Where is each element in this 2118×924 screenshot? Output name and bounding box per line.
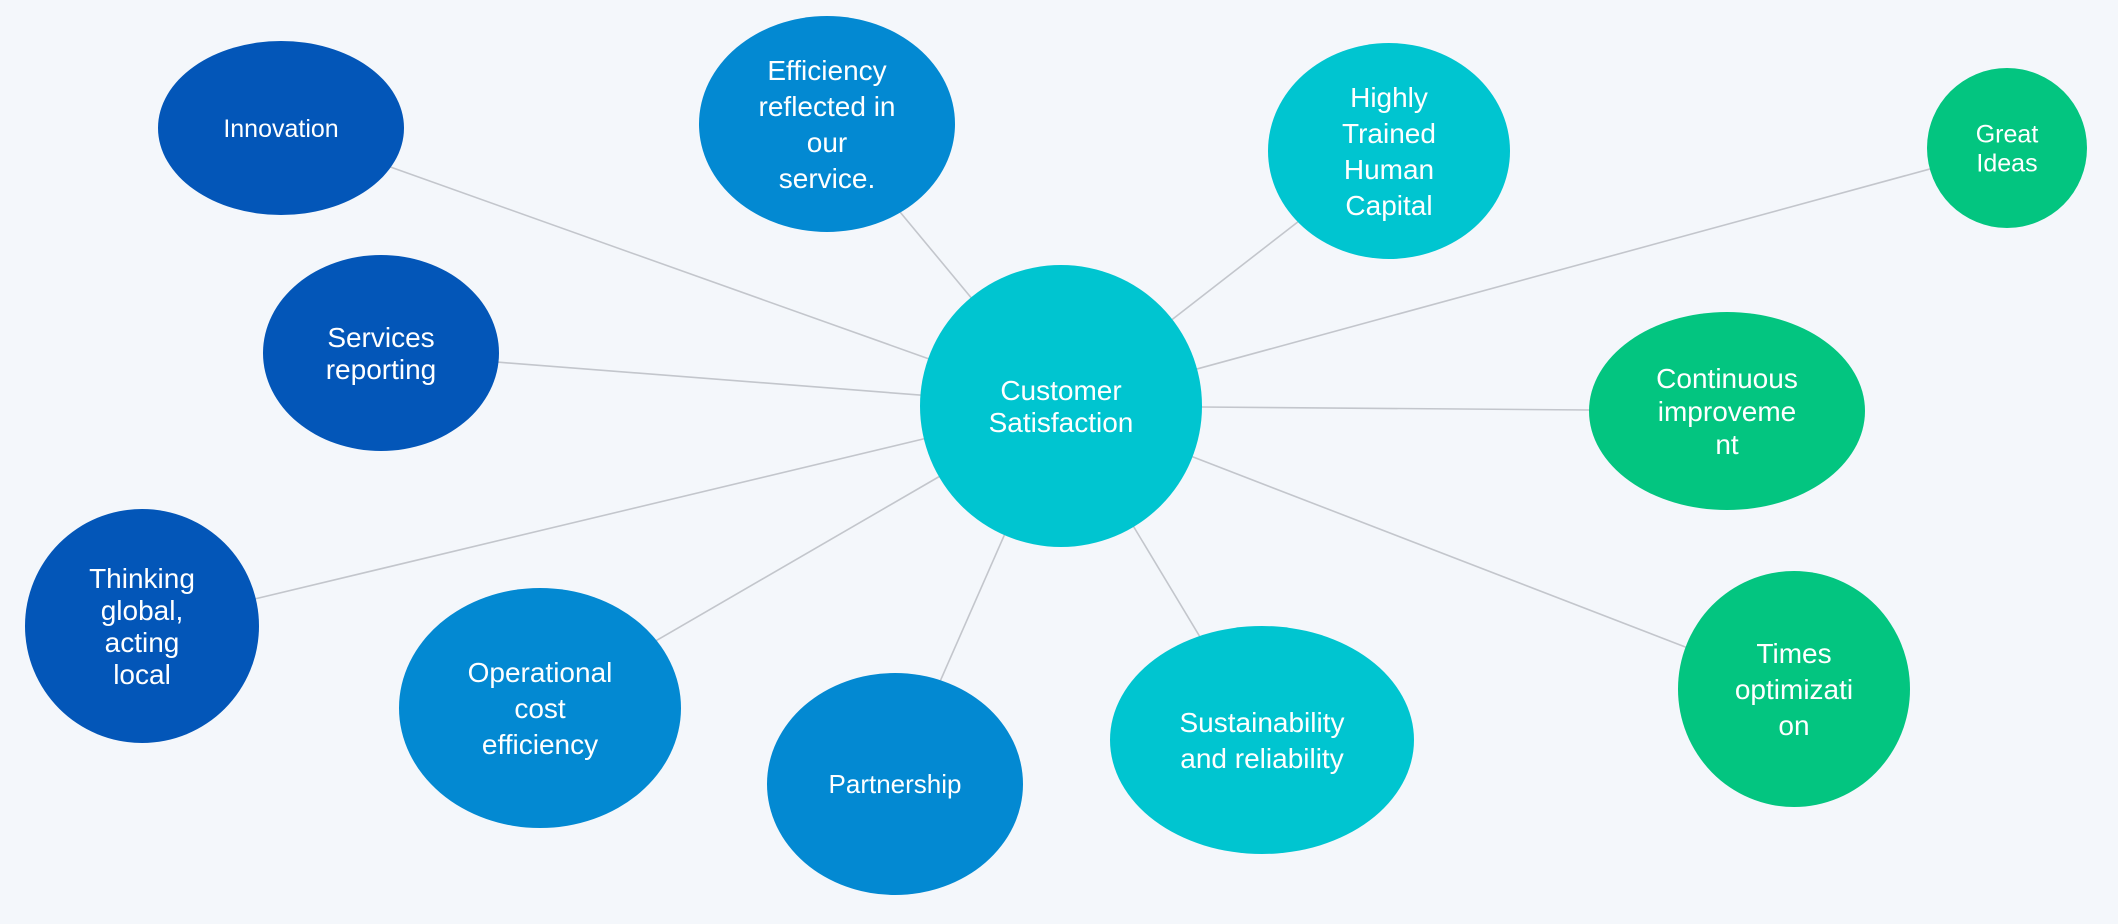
node-label-line: Customer — [1000, 375, 1121, 406]
node-label-line: Trained — [1342, 118, 1436, 149]
node-label-operational-cost: Operational cost efficiency — [468, 657, 613, 760]
node-label-line: global, — [101, 595, 184, 626]
connector-thinking-global — [254, 437, 926, 600]
node-label-line: optimizati — [1735, 674, 1853, 705]
node-label-line: service. — [779, 163, 875, 194]
node-innovation: Innovation — [158, 41, 404, 215]
connector-highly-trained — [1170, 220, 1300, 321]
node-label-line: Capital — [1345, 190, 1432, 221]
node-shape-operational-cost — [399, 588, 681, 828]
node-label-line: Innovation — [223, 115, 338, 143]
node-label-efficiency: Efficiency reflected in our service. — [759, 55, 896, 194]
node-label-line: Operational — [468, 657, 613, 688]
node-times-optimization: Times optimizati on — [1678, 571, 1910, 807]
node-label-line: and reliability — [1180, 743, 1343, 774]
connector-continuous-improvement — [1200, 406, 1591, 411]
node-label-line: Continuous — [1656, 363, 1798, 394]
node-operational-cost: Operational cost efficiency — [399, 588, 681, 828]
node-label-line: Highly — [1350, 82, 1428, 113]
node-shape-times-optimization — [1678, 571, 1910, 807]
node-label-line: Services — [327, 322, 434, 353]
node-label-line: acting — [105, 627, 180, 658]
node-label-line: Efficiency — [767, 55, 886, 86]
node-label-line: local — [113, 659, 171, 690]
node-label-sustainability: Sustainability and reliability — [1180, 707, 1345, 774]
node-label-line: nt — [1715, 429, 1739, 460]
node-label-line: Great — [1976, 120, 2039, 148]
connector-operational-cost — [654, 475, 941, 642]
node-label-line: Satisfaction — [989, 407, 1134, 438]
node-shape-partnership — [767, 673, 1023, 895]
node-label-line: reflected in — [759, 91, 896, 122]
node-shape-continuous-improvement — [1589, 312, 1865, 510]
node-shape-innovation — [158, 41, 404, 215]
connector-sustainability — [1132, 525, 1201, 638]
node-label-innovation: Innovation — [223, 115, 338, 143]
node-label-line: Human — [1344, 154, 1434, 185]
node-label-line: cost — [514, 693, 566, 724]
connector-lines — [254, 166, 1931, 682]
connector-partnership — [939, 533, 1006, 682]
connector-efficiency — [899, 211, 973, 300]
node-shape-highly-trained — [1268, 43, 1510, 259]
node-sustainability: Sustainability and reliability — [1110, 626, 1414, 854]
node-label-partnership: Partnership — [829, 769, 962, 799]
node-shape-sustainability — [1110, 626, 1414, 854]
node-label-times-optimization: Times optimizati on — [1735, 638, 1853, 741]
node-partnership: Partnership — [767, 673, 1023, 895]
node-label-line: Sustainability — [1180, 707, 1345, 738]
node-shape-thinking-global — [25, 509, 259, 743]
node-shape-services-reporting — [263, 255, 499, 451]
node-shape-great-ideas — [1927, 68, 2087, 228]
node-label-line: Ideas — [1976, 149, 2037, 177]
node-label-line: Partnership — [829, 769, 962, 799]
node-label-line: improveme — [1658, 396, 1796, 427]
node-label-line: our — [807, 127, 847, 158]
node-label-line: Times — [1756, 638, 1831, 669]
connector-services-reporting — [497, 361, 922, 396]
node-efficiency: Efficiency reflected in our service. — [699, 16, 955, 232]
connector-great-ideas — [1195, 168, 1931, 371]
node-label-line: on — [1778, 710, 1809, 741]
node-label-line: Thinking — [89, 563, 195, 594]
connector-times-optimization — [1190, 455, 1687, 649]
node-label-line: reporting — [326, 354, 437, 385]
connector-innovation — [389, 166, 930, 360]
node-label-line: efficiency — [482, 729, 598, 760]
node-shape-efficiency — [699, 16, 955, 232]
node-shape-customer-satisfaction — [920, 265, 1202, 547]
